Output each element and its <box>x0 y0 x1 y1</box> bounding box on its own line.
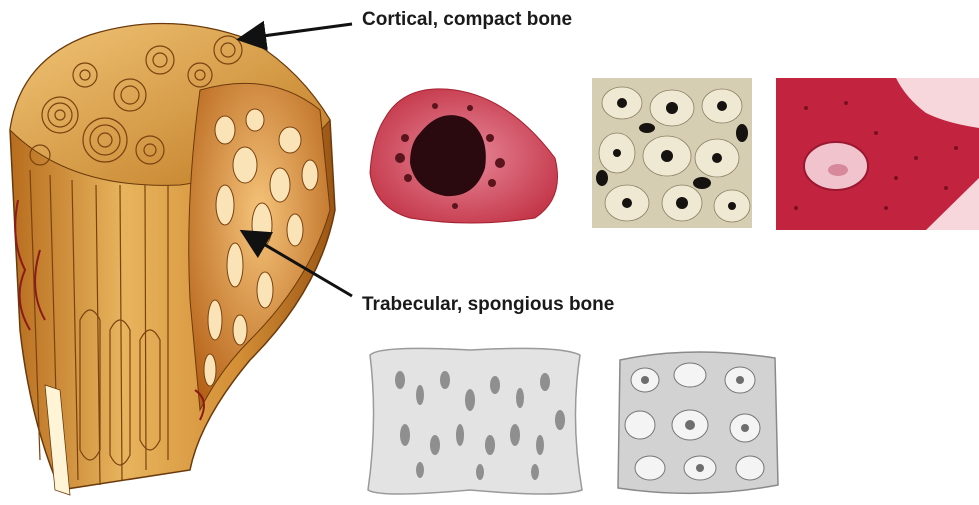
trabecular-bone-scan-image-1 <box>360 340 588 500</box>
cortical-bone-label: Cortical, compact bone <box>362 9 572 31</box>
cortical-bone-cross-section-image <box>360 78 570 228</box>
trabecular-bone-label: Trabecular, spongious bone <box>362 294 614 316</box>
cortical-micrograph-pink-image <box>776 78 979 230</box>
cortical-micrograph-gray-image <box>592 78 752 228</box>
trabecular-bone-scan-image-2 <box>610 340 785 502</box>
bone-cross-section-illustration <box>0 0 340 505</box>
